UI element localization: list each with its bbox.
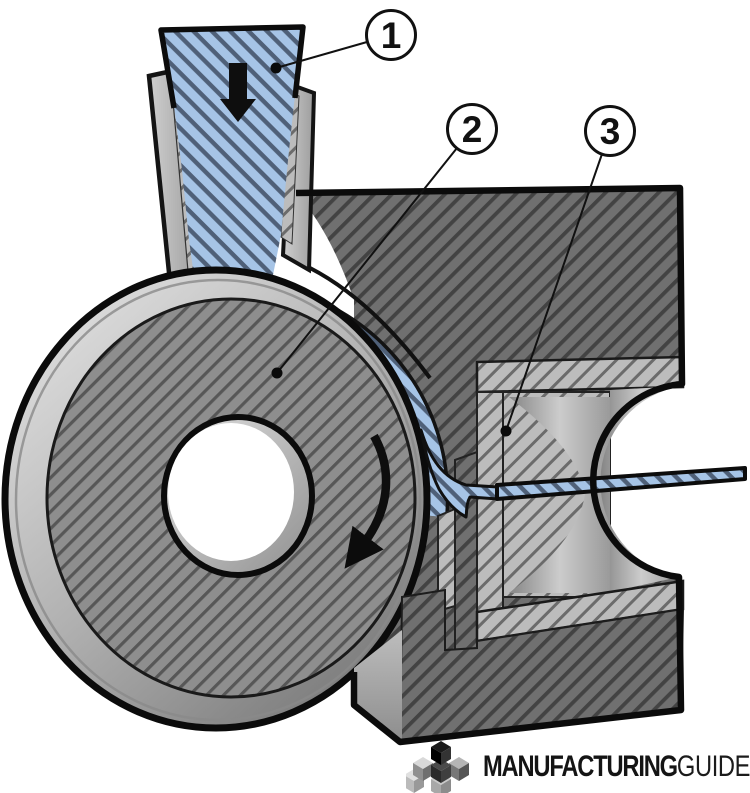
extrusion-wheel xyxy=(1,266,431,732)
callout-1-circle xyxy=(365,9,417,61)
die-top-plate xyxy=(475,355,685,394)
callout-2-circle xyxy=(446,103,498,155)
shoe-contour-outline xyxy=(295,184,686,746)
extruded-strip xyxy=(495,466,747,501)
callout-3-number: 3 xyxy=(600,111,621,152)
feed-billet xyxy=(161,27,303,303)
callout-2-number: 2 xyxy=(462,109,483,150)
feed-material xyxy=(158,24,306,303)
extruded-material xyxy=(419,428,747,519)
callout-1: 1 xyxy=(270,9,417,74)
leader-line-2 xyxy=(276,147,458,374)
callout-3: 3 xyxy=(500,105,636,437)
brand-logo: MANUFACTURINGGUIDE xyxy=(483,750,750,784)
cube xyxy=(431,741,451,765)
cube xyxy=(413,757,433,781)
leader-dot-1 xyxy=(270,62,282,74)
material-turn-zone xyxy=(419,428,500,519)
callout-2: 2 xyxy=(271,103,498,379)
leader-dot-2 xyxy=(271,367,283,379)
wheel-rim-groove-line xyxy=(14,278,422,722)
feed-arrow-icon xyxy=(220,63,256,122)
shoe-bore-edge xyxy=(309,266,432,380)
leader-line-3 xyxy=(505,153,603,432)
brand-text-light: GUIDE xyxy=(676,750,750,783)
die-cone-cavity xyxy=(509,397,610,593)
leader-line-1 xyxy=(275,41,368,69)
leader-dot-3 xyxy=(500,425,512,437)
callout-1-number: 1 xyxy=(381,15,402,56)
rotation-arrow-icon xyxy=(344,433,391,569)
feed-billet-outline xyxy=(158,24,306,109)
wheel-bore xyxy=(168,423,294,561)
brand-text-bold: MANUFACTURING xyxy=(483,750,678,783)
brand-cubes-icon xyxy=(406,741,469,793)
cube xyxy=(449,757,469,781)
callout-3-circle xyxy=(584,105,636,157)
